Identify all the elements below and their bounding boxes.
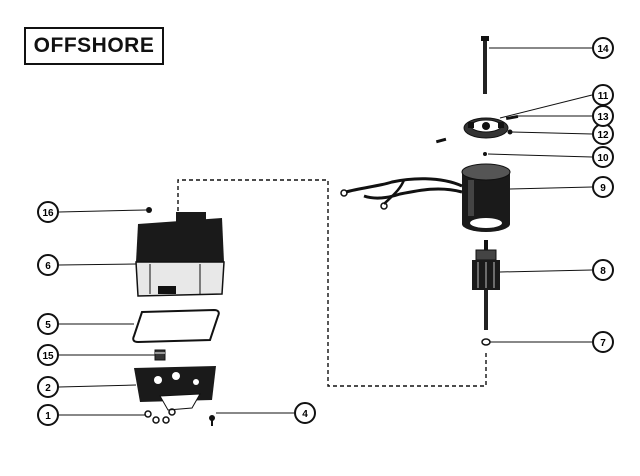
part-reservoir-housing	[135, 212, 225, 297]
part-end-cap	[463, 117, 509, 139]
svg-text:5: 5	[45, 320, 51, 331]
part-gasket	[132, 308, 220, 344]
svg-text:4: 4	[302, 409, 308, 420]
svg-text:8: 8	[600, 266, 606, 277]
svg-text:15: 15	[42, 351, 54, 362]
callout-1: 1	[37, 404, 59, 426]
svg-text:7: 7	[600, 338, 606, 349]
leader-lines	[58, 47, 593, 416]
svg-text:13: 13	[597, 112, 609, 123]
part-screw	[209, 415, 215, 426]
callout-4: 4	[294, 402, 316, 424]
svg-text:6: 6	[45, 261, 51, 272]
part-screws-small	[435, 114, 519, 144]
callout-10: 10	[592, 146, 614, 168]
callout-5: 5	[37, 313, 59, 335]
callout-11: 11	[592, 84, 614, 106]
diagram-title: OFFSHORE	[33, 34, 155, 57]
svg-text:16: 16	[42, 208, 54, 219]
callout-8: 8	[592, 259, 614, 281]
callout-14: 14	[592, 37, 614, 59]
svg-text:11: 11	[598, 91, 609, 102]
svg-text:12: 12	[597, 130, 609, 141]
callout-7: 7	[592, 331, 614, 353]
svg-text:10: 10	[597, 153, 609, 164]
wiring-route-dashed	[177, 179, 487, 387]
svg-text:9: 9	[600, 183, 606, 194]
callout-16: 16	[37, 201, 59, 223]
part-washer	[481, 338, 491, 346]
part-pump-body	[134, 366, 216, 411]
part-fitting	[154, 349, 166, 361]
part-ball	[483, 152, 487, 156]
part-through-bolt	[481, 36, 489, 94]
callout-15: 15	[37, 344, 59, 366]
callout-6: 6	[37, 254, 59, 276]
svg-text:14: 14	[597, 44, 609, 55]
callout-2: 2	[37, 376, 59, 398]
part-armature	[472, 240, 500, 330]
callout-13: 13	[592, 105, 614, 127]
callout-9: 9	[592, 176, 614, 198]
part-motor-housing	[340, 163, 511, 232]
svg-text:1: 1	[45, 411, 51, 422]
diagram-title-box: OFFSHORE	[24, 27, 164, 65]
svg-text:2: 2	[45, 383, 51, 394]
part-o-rings	[144, 408, 176, 424]
part-plug	[146, 207, 152, 213]
